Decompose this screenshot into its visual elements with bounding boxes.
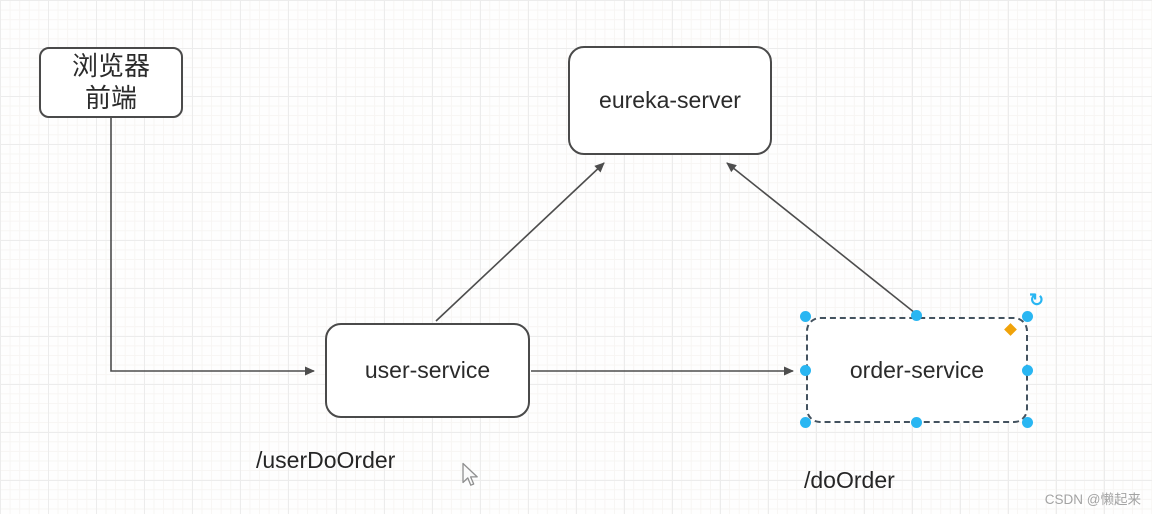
node-browser-frontend[interactable]: 浏览器 前端 [39, 47, 183, 118]
edge-order-service-to-eureka-server[interactable] [726, 162, 916, 314]
selection-handle-middle-right[interactable] [1022, 365, 1033, 376]
selection-handle-bottom-right[interactable] [1022, 417, 1033, 428]
rotate-icon[interactable]: ↻ [1029, 290, 1045, 310]
node-order-service-selected[interactable]: order-service [806, 317, 1028, 423]
selection-handle-bottom-left[interactable] [800, 417, 811, 428]
node-browser-frontend-label: 浏览器 前端 [71, 51, 150, 113]
node-user-service-label: user-service [364, 357, 491, 383]
selection-handle-top-right[interactable] [1022, 311, 1033, 322]
node-eureka-server[interactable]: eureka-server [568, 46, 772, 155]
label-do-order[interactable]: /doOrder [804, 467, 895, 493]
selection-handle-middle-left[interactable] [800, 365, 811, 376]
edge-browser-to-user-service[interactable] [110, 118, 315, 376]
node-order-service-label: order-service [849, 356, 985, 383]
node-eureka-server-label: eureka-server [599, 87, 741, 113]
mouse-cursor-icon [462, 462, 478, 486]
selection-handle-top-left[interactable] [800, 311, 811, 322]
node-user-service[interactable]: user-service [325, 323, 530, 418]
edge-user-service-to-eureka-server[interactable] [435, 162, 605, 322]
csdn-watermark: CSDN @懒起来 [1044, 492, 1141, 507]
label-user-do-order[interactable]: /userDoOrder [256, 447, 396, 473]
selection-handle-top-middle[interactable] [911, 310, 922, 321]
selection-handle-bottom-middle[interactable] [911, 417, 922, 428]
